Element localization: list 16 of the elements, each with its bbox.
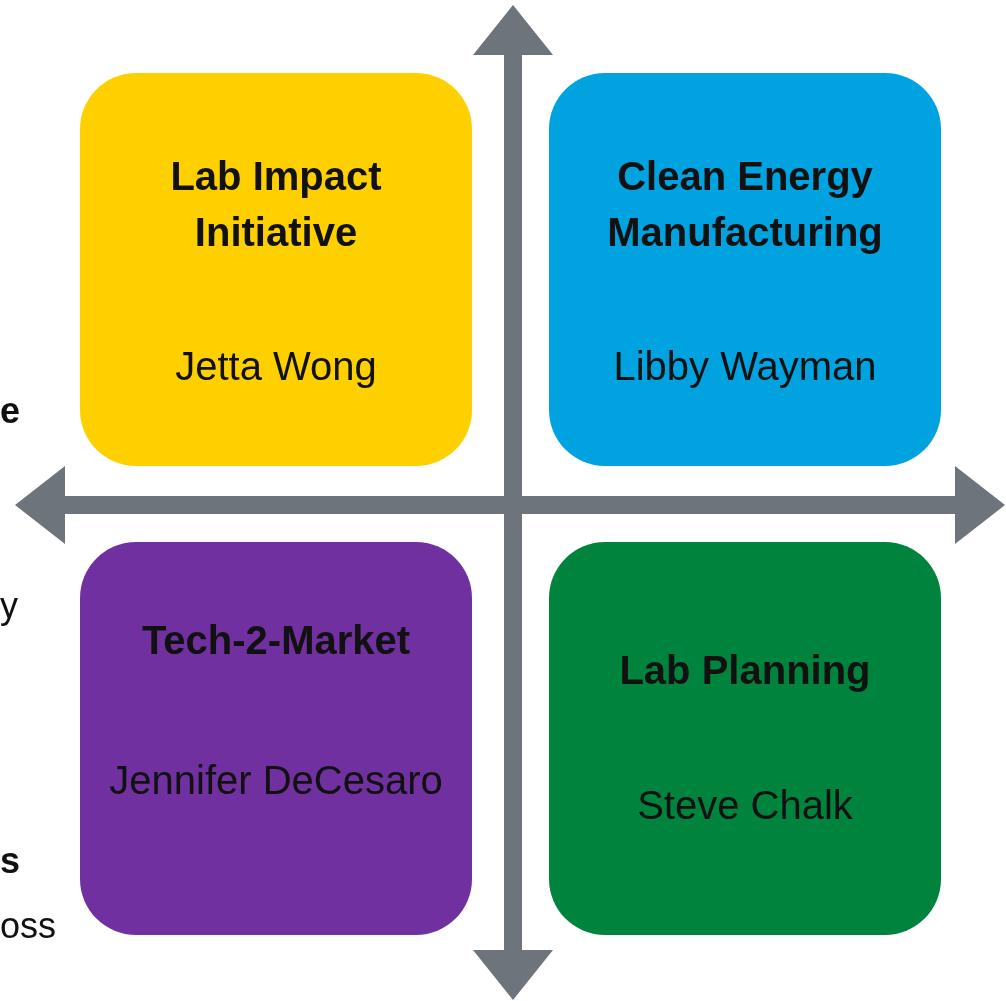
card-title: Clean Energy Manufacturing [606,153,884,256]
person-name: Jennifer DeCesaro [108,757,444,804]
quadrant-card [549,542,941,935]
card-title: Lab Impact Initiative [169,153,383,256]
cut-off-text: oss [0,905,57,947]
card-title: Tech-2-Market [140,617,412,664]
person-name: Jetta Wong [174,343,378,390]
quadrant-card [80,73,472,466]
person-name: Steve Chalk [636,782,854,829]
card-title: Lab Planning [618,647,872,694]
quadrant-card [80,542,472,935]
person-name: Libby Wayman [612,343,878,390]
cut-off-text: e [0,390,21,432]
quadrant-card [549,73,941,466]
cut-off-text: s [0,840,21,882]
cut-off-text: y [0,585,18,627]
